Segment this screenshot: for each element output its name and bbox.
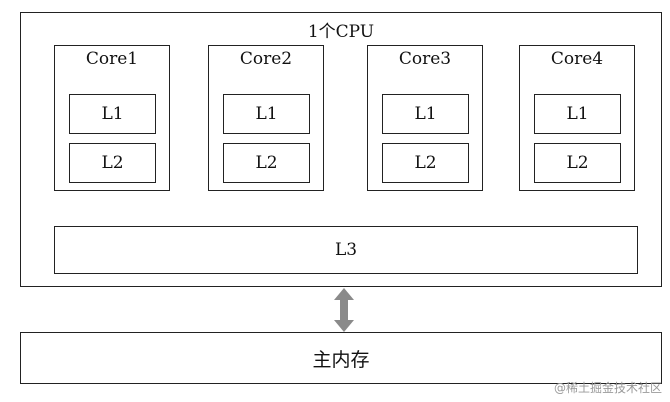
- core-2-title: Core2: [239, 49, 293, 69]
- core-4-l2-cache: L2: [534, 143, 621, 183]
- core-2-l1-cache: L1: [223, 94, 310, 134]
- core-1-l1-cache: L1: [69, 94, 156, 134]
- cpu-box: 1个CPU Core1 L1 L2 Core2 L1 L2 Core3 L1 L…: [20, 12, 662, 287]
- watermark: @稀土掘金技术社区: [553, 381, 662, 395]
- core-3-l1-cache: L1: [382, 94, 469, 134]
- core-4-l1-cache: L1: [534, 94, 621, 134]
- core-4-title: Core4: [550, 49, 604, 69]
- cpu-title: 1个CPU: [307, 22, 375, 42]
- core-2-box: Core2 L1 L2: [208, 45, 324, 191]
- core-3-title: Core3: [398, 49, 452, 69]
- core-2-l2-cache: L2: [223, 143, 310, 183]
- l3-cache: L3: [54, 226, 638, 274]
- main-memory-box: 主内存: [20, 332, 662, 384]
- core-1-box: Core1 L1 L2: [54, 45, 170, 191]
- core-1-l2-cache: L2: [69, 143, 156, 183]
- core-4-box: Core4 L1 L2: [519, 45, 635, 191]
- core-1-title: Core1: [85, 49, 139, 69]
- core-3-box: Core3 L1 L2: [367, 45, 483, 191]
- bidirectional-arrow-icon: [334, 288, 354, 332]
- core-3-l2-cache: L2: [382, 143, 469, 183]
